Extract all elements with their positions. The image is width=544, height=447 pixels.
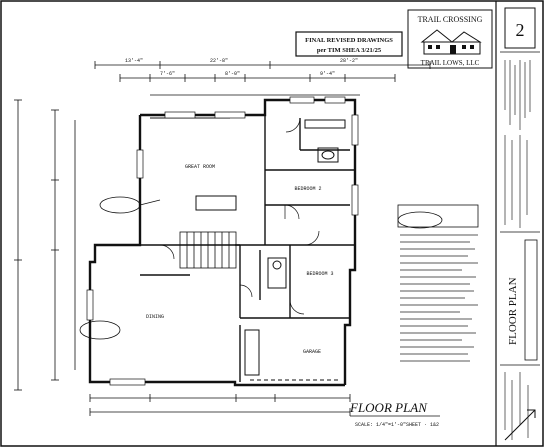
- svg-text:22'-8": 22'-8": [210, 58, 228, 64]
- plan-title: FLOOR PLAN: [349, 400, 428, 415]
- sheet-number: 2: [516, 20, 525, 40]
- room-label-great-room: GREAT ROOM: [185, 164, 215, 170]
- sheet-title: FLOOR PLAN: [507, 277, 519, 345]
- left-dimensions: [14, 99, 76, 391]
- room-label-garage: GARAGE: [303, 349, 321, 355]
- project-logo: TRAIL CROSSING TRAIL LOWS, LLC: [407, 9, 493, 69]
- exterior-walls: [88, 98, 357, 387]
- svg-text:8'-0": 8'-0": [225, 71, 240, 77]
- sheet-note: SHEET · 1&2: [406, 422, 439, 428]
- svg-text:13'-4": 13'-4": [125, 58, 143, 64]
- north-arrow-icon: [504, 409, 536, 441]
- room-label-dining: DINING: [146, 314, 164, 320]
- house-roof-icon: [420, 29, 482, 43]
- svg-text:28'-2": 28'-2": [340, 58, 358, 64]
- project-name: TRAIL CROSSING: [418, 15, 483, 24]
- door-swings: [159, 117, 320, 315]
- room-label-bedroom-3: BEDROOM 3: [306, 271, 333, 277]
- windows: [86, 96, 359, 386]
- svg-text:9'-4": 9'-4": [320, 71, 335, 77]
- bottom-dimensions: [89, 394, 351, 416]
- svg-text:7'-6": 7'-6": [160, 71, 175, 77]
- title-block-strip: 2 FLOOR PLAN: [500, 7, 540, 440]
- interior-walls: [140, 115, 355, 382]
- revision-stamp: FINAL REVISED DRAWINGS per TIM SHEA 3/21…: [295, 31, 403, 57]
- revision-line-1: FINAL REVISED DRAWINGS: [305, 37, 393, 44]
- annotation-callouts: [79, 196, 479, 340]
- revision-line-2: per TIM SHEA 3/21/25: [317, 47, 382, 54]
- stair: [179, 231, 237, 269]
- general-notes: [400, 234, 478, 362]
- room-label-bedroom-2: BEDROOM 2: [294, 186, 321, 192]
- builder-name: TRAIL LOWS, LLC: [421, 59, 480, 67]
- plan-title-block: FLOOR PLAN SCALE: 1/4"=1'-0" SHEET · 1&2: [349, 400, 440, 428]
- fixtures: [150, 117, 346, 376]
- top-dimensions: [94, 61, 431, 96]
- scale-note: SCALE: 1/4"=1'-0": [355, 422, 406, 428]
